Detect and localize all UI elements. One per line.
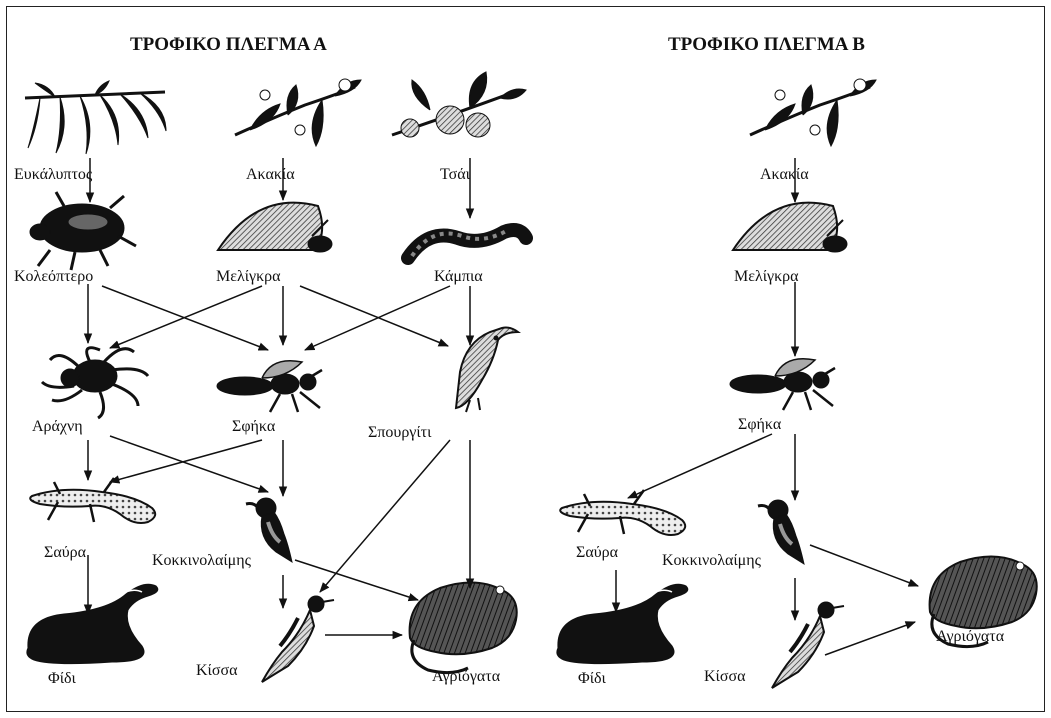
label-tea: Τσάι (440, 166, 470, 184)
magpie-b-illustration (772, 602, 844, 688)
web-a-title: ΤΡΟΦΙΚΟ ΠΛΕΓΜΑ Α (130, 34, 327, 56)
arrow-b-robin-wildcat (810, 545, 918, 586)
label-wasp: Σφήκα (232, 418, 275, 436)
wildcat-illustration (410, 582, 517, 672)
label-b-snake: Φίδι (578, 670, 606, 688)
label-magpie: Κίσσα (196, 662, 238, 680)
label-b-wildcat: Αγριόγατα (936, 628, 1004, 646)
arrow-caterpillar-wasp (305, 286, 450, 350)
label-b-wasp: Σφήκα (738, 416, 781, 434)
psyllid-illustration (218, 203, 332, 252)
label-spider: Αράχνη (32, 418, 83, 436)
snake-b-illustration (557, 584, 688, 663)
robin-illustration (246, 498, 292, 562)
arrow-robin-wildcat (295, 560, 418, 600)
label-robin: Κοκκινολαίμης (152, 552, 251, 570)
label-snake: Φίδι (48, 670, 76, 688)
arrow-wasp-lizard (110, 440, 262, 482)
acacia-illustration (235, 79, 361, 146)
label-caterpillar: Κάμπια (434, 268, 483, 286)
acacia-b-illustration (750, 79, 876, 146)
label-wildcat: Αγριόγατα (432, 668, 500, 686)
magpie-illustration (262, 596, 334, 682)
lizard-b-illustration (560, 490, 685, 535)
arrow-psyllid-sparrow (300, 286, 448, 346)
label-acacia: Ακακία (246, 166, 295, 184)
psyllid-b-illustration (733, 203, 847, 252)
label-b-psyllid: Μελίγκρα (734, 268, 799, 286)
label-b-acacia: Ακακία (760, 166, 809, 184)
label-lizard: Σαύρα (44, 544, 86, 562)
label-psyllid: Μελίγκρα (216, 268, 281, 286)
sparrow-illustration (456, 328, 518, 413)
web-b-title: ΤΡΟΦΙΚΟ ΠΛΕΓΜΑ Β (668, 34, 865, 56)
arrow-sparrow-magpie (320, 440, 450, 592)
label-b-robin: Κοκκινολαίμης (662, 552, 761, 570)
wasp-illustration (217, 361, 322, 412)
tea-illustration (392, 72, 526, 137)
robin-b-illustration (758, 500, 804, 564)
eucalyptus-illustration (25, 81, 166, 154)
snake-illustration (27, 584, 158, 663)
wasp-b-illustration (730, 359, 835, 410)
caterpillar-illustration (408, 230, 526, 258)
arrow-b-wasp-lizard (628, 434, 772, 498)
label-eucalyptus: Ευκάλυπτος (14, 166, 92, 184)
beetle-illustration (30, 192, 136, 270)
spider-illustration (42, 348, 148, 418)
arrow-b-magpie-wildcat (825, 622, 915, 655)
label-b-lizard: Σαύρα (576, 544, 618, 562)
label-sparrow: Σπουργίτι (368, 424, 431, 442)
label-b-magpie: Κίσσα (704, 668, 746, 686)
lizard-illustration (30, 478, 155, 523)
label-beetle: Κολεόπτερο (14, 268, 93, 286)
